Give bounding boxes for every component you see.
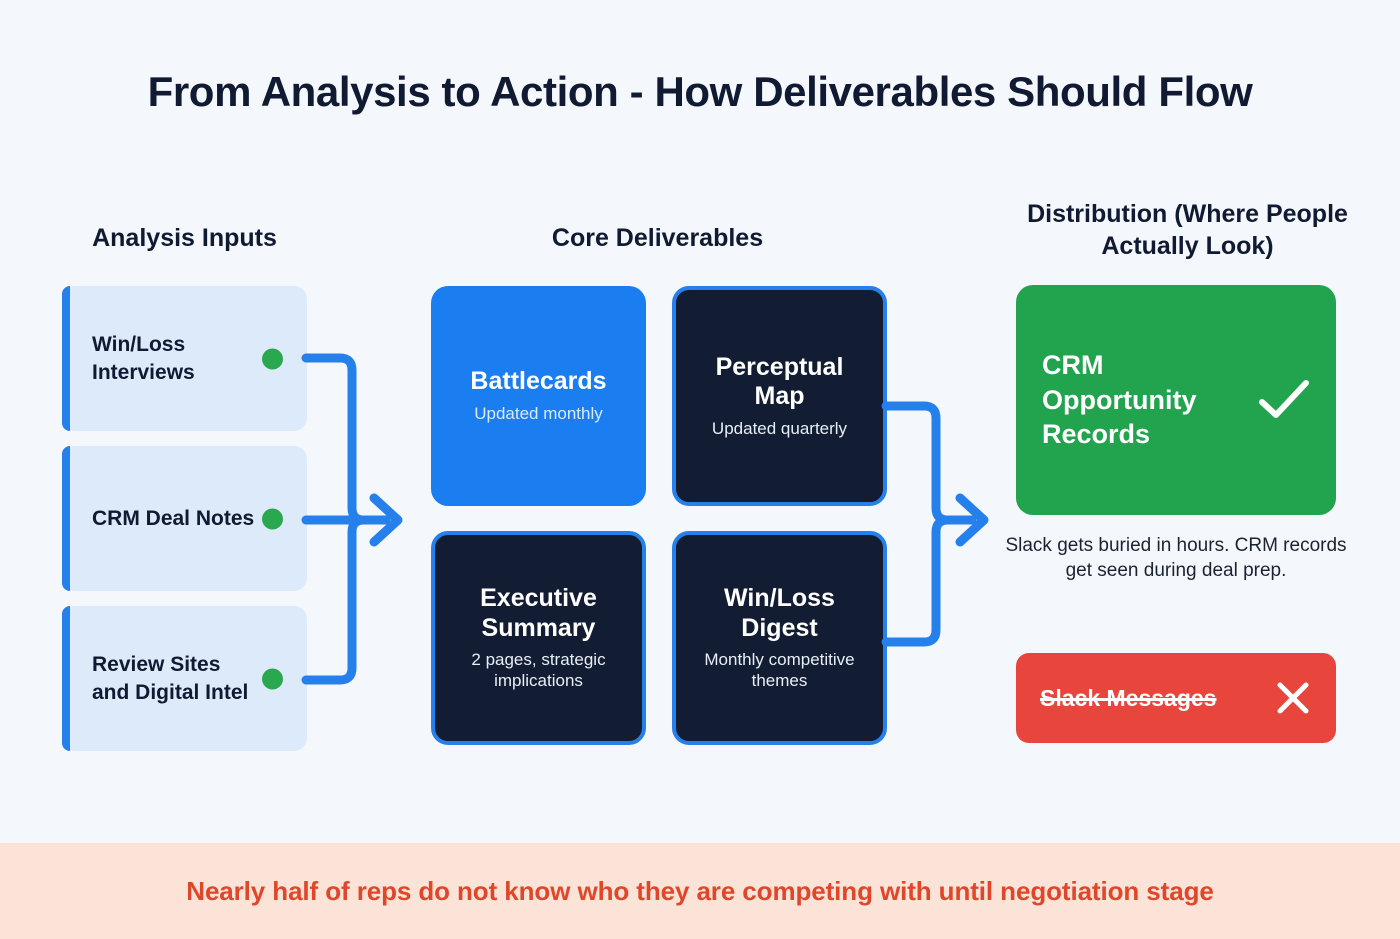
analysis-input-card[interactable]: Win/Loss Interviews bbox=[62, 286, 307, 431]
deliverable-subtitle: 2 pages, strategic implications bbox=[471, 650, 606, 690]
distribution-note: Slack gets buried in hours. CRM records … bbox=[1005, 535, 1347, 582]
distribution-rejected-label: Slack Messages bbox=[1040, 684, 1217, 711]
distribution-recommended-card[interactable]: CRM Opportunity Records bbox=[1016, 285, 1336, 515]
distribution-rejected-card[interactable]: Slack Messages bbox=[1016, 653, 1336, 743]
deliverable-title: Win/Loss Digest bbox=[724, 584, 835, 642]
deliverable-card[interactable]: Win/Loss Digest Monthly competitive them… bbox=[672, 531, 887, 745]
x-icon bbox=[1277, 682, 1309, 714]
deliverable-card[interactable]: Perceptual Map Updated quarterly bbox=[672, 286, 887, 506]
distribution-recommended-label: CRM Opportunity Records bbox=[1042, 350, 1197, 450]
card-accent-bar bbox=[62, 446, 70, 591]
green-dot-icon bbox=[262, 508, 283, 529]
deliverable-title: Perceptual Map bbox=[715, 352, 844, 411]
green-dot-icon bbox=[262, 348, 283, 369]
deliverable-card[interactable]: Battlecards Updated monthly bbox=[431, 286, 646, 506]
deliverable-subtitle: Monthly competitive themes bbox=[704, 650, 855, 690]
analysis-input-label: CRM Deal Notes bbox=[92, 506, 255, 530]
analysis-input-label: Win/Loss Interviews bbox=[92, 333, 195, 384]
card-accent-bar bbox=[62, 286, 70, 431]
analysis-input-card[interactable]: Review Sites and Digital Intel bbox=[62, 606, 307, 751]
card-accent-bar bbox=[62, 606, 70, 751]
connector-inputs-to-deliverables bbox=[301, 353, 403, 685]
deliverable-card[interactable]: Executive Summary 2 pages, strategic imp… bbox=[431, 531, 646, 745]
analysis-input-label: Review Sites and Digital Intel bbox=[92, 653, 249, 704]
deliverable-title: Executive Summary bbox=[480, 584, 597, 642]
footer-statistic-text: Nearly half of reps do not know who they… bbox=[186, 875, 1214, 906]
column-header-core-deliverables: Core Deliverables bbox=[551, 224, 764, 252]
deliverable-title: Battlecards bbox=[470, 367, 607, 396]
analysis-input-card[interactable]: CRM Deal Notes bbox=[62, 446, 307, 591]
connector-deliverables-to-distribution bbox=[881, 401, 989, 647]
deliverable-subtitle: Updated quarterly bbox=[711, 418, 848, 438]
page-title: From Analysis to Action - How Deliverabl… bbox=[147, 68, 1253, 115]
footer-banner: Nearly half of reps do not know who they… bbox=[0, 843, 1400, 939]
column-header-distribution: Distribution (Where People Actually Look… bbox=[1027, 200, 1348, 260]
green-dot-icon bbox=[262, 668, 283, 689]
deliverable-subtitle: Updated monthly bbox=[474, 403, 603, 423]
column-header-analysis-inputs: Analysis Inputs bbox=[92, 224, 277, 252]
check-icon bbox=[1259, 380, 1309, 418]
